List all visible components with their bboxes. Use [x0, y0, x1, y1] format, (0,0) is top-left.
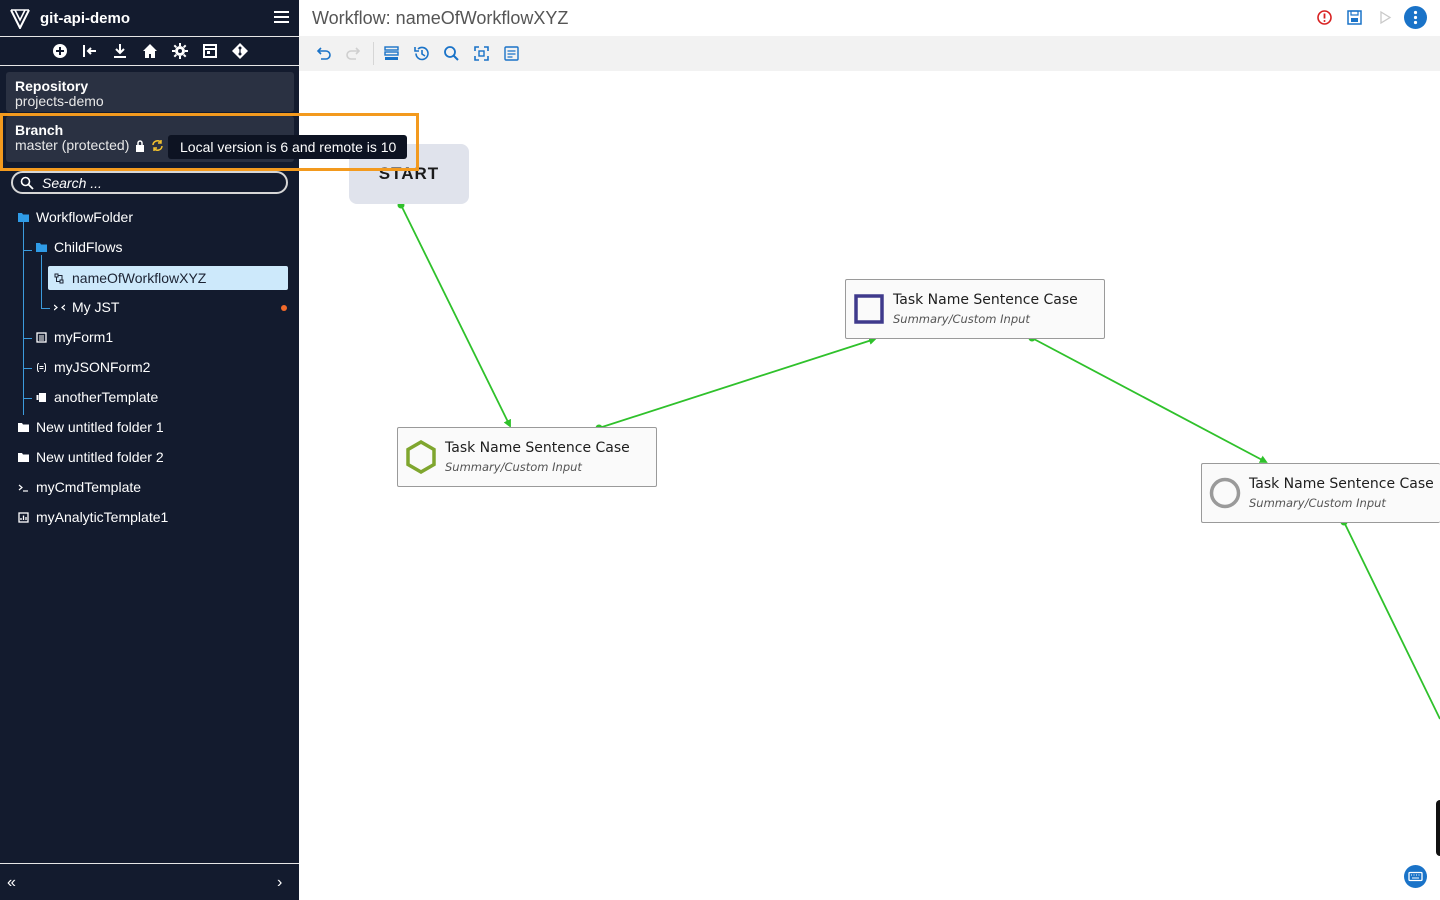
zoom-search-icon[interactable]	[443, 45, 460, 62]
sidebar-header: git-api-demo	[0, 0, 299, 36]
add-icon[interactable]	[52, 43, 68, 59]
redo-icon[interactable]	[345, 45, 362, 62]
sidebar-footer: « ›	[0, 863, 299, 900]
version-tooltip: Local version is 6 and remote is 10	[168, 135, 407, 159]
calendar-icon[interactable]	[202, 43, 218, 59]
home-icon[interactable]	[142, 43, 158, 59]
error-icon[interactable]	[1316, 9, 1333, 26]
tree-item-myform1[interactable]: myForm1	[36, 322, 113, 352]
list-icon[interactable]	[383, 45, 400, 62]
tree-item-workflowfolder[interactable]: WorkflowFolder	[18, 202, 133, 232]
tree-item-myjsonform2[interactable]: myJSONForm2	[36, 352, 150, 382]
keyboard-shortcuts-button[interactable]	[1404, 865, 1427, 888]
tree-item-label: anotherTemplate	[54, 389, 159, 405]
logout-icon[interactable]	[82, 43, 98, 59]
branch-value-row: master (protected)	[15, 138, 285, 153]
collapse-sidebar-button[interactable]: «	[7, 874, 16, 891]
main-header: Workflow: nameOfWorkflowXYZ	[299, 0, 1440, 36]
unsaved-indicator	[281, 305, 287, 311]
tree-item-label: myCmdTemplate	[36, 479, 142, 495]
app-logo-icon	[10, 9, 30, 29]
tree-item-new-untitled-folder-2[interactable]: New untitled folder 2	[18, 442, 164, 472]
repository-label: Repository	[15, 78, 89, 94]
circle-task-icon	[1209, 477, 1241, 509]
repository-card: Repository projects-demo	[6, 72, 294, 112]
search-input[interactable]	[42, 174, 272, 191]
tree-item-new-untitled-folder-1[interactable]: New untitled folder 1	[18, 412, 164, 442]
app-title: git-api-demo	[40, 10, 130, 27]
task-title: Task Name Sentence Case	[893, 292, 1078, 308]
tree-item-label: nameOfWorkflowXYZ	[72, 270, 207, 286]
folder-icon	[18, 212, 29, 222]
task-node-3[interactable]: Task Name Sentence Case Summary/Custom I…	[1201, 463, 1440, 523]
menu-icon[interactable]	[274, 11, 289, 24]
edge-task2-to-task3[interactable]	[1028, 334, 1268, 463]
tree-item-label: myJSONForm2	[54, 359, 151, 375]
tree-item-label: WorkflowFolder	[36, 209, 133, 225]
form-icon	[36, 331, 47, 343]
undo-icon[interactable]	[315, 45, 332, 62]
task-subtitle: Summary/Custom Input	[893, 312, 1030, 326]
repository-value: projects-demo	[15, 93, 104, 109]
folder-icon	[18, 452, 29, 462]
edge-task1-to-task2[interactable]	[595, 337, 877, 432]
task-subtitle: Summary/Custom Input	[1249, 496, 1386, 510]
task-title: Task Name Sentence Case	[445, 440, 630, 456]
hexagon-task-icon	[406, 440, 436, 474]
template-icon	[36, 392, 46, 402]
workflow-canvas[interactable]: START Task Name Sentence Case Summary/Cu…	[299, 71, 1440, 900]
tree-item-myanalytictemplate1[interactable]: myAnalyticTemplate1	[18, 502, 168, 532]
sync-warning-icon[interactable]	[151, 139, 164, 152]
task-title: Task Name Sentence Case	[1249, 476, 1434, 492]
page-title: Workflow: nameOfWorkflowXYZ	[312, 8, 569, 28]
fit-to-screen-icon[interactable]	[473, 45, 490, 62]
save-icon[interactable]	[1346, 9, 1363, 26]
notes-icon[interactable]	[503, 45, 520, 62]
folder-icon	[36, 242, 47, 252]
tree-item-mycmdtemplate[interactable]: myCmdTemplate	[18, 472, 141, 502]
tree-item-label: New untitled folder 2	[36, 449, 164, 465]
canvas-toolbar	[299, 36, 1440, 71]
edge-start-to-task1[interactable]	[397, 201, 511, 428]
tree-item-label: New untitled folder 1	[36, 419, 164, 435]
git-icon[interactable]	[232, 43, 248, 59]
settings-icon[interactable]	[172, 43, 188, 59]
side-panel-handle[interactable]	[1436, 800, 1440, 856]
branch-label: Branch	[15, 122, 64, 138]
lock-icon	[136, 139, 145, 152]
expand-panel-button[interactable]: ›	[277, 874, 283, 891]
tree-item-label: My JST	[72, 299, 120, 315]
tree-item-my-jst[interactable]: My JST	[54, 292, 119, 322]
task-node-2[interactable]: Task Name Sentence Case Summary/Custom I…	[845, 279, 1105, 339]
keyboard-icon	[1408, 871, 1423, 882]
toolbar-divider	[373, 42, 374, 65]
transform-icon	[54, 304, 65, 310]
history-icon[interactable]	[413, 45, 430, 62]
analytic-icon	[18, 511, 29, 523]
tree-item-anothertemplate[interactable]: anotherTemplate	[36, 382, 158, 412]
search-icon	[20, 176, 34, 190]
more-icon	[1413, 10, 1418, 25]
json-form-icon	[36, 362, 47, 372]
download-icon[interactable]	[112, 43, 128, 59]
folder-icon	[18, 422, 29, 432]
tree-item-label: myAnalyticTemplate1	[36, 509, 169, 525]
workflow-icon	[54, 273, 64, 283]
tree-item-label: ChildFlows	[54, 239, 123, 255]
tree-item-label: myForm1	[54, 329, 114, 345]
search-box[interactable]	[11, 171, 288, 194]
sidebar-toolbar	[0, 36, 299, 66]
tree-item-nameofworkflowxyz[interactable]: nameOfWorkflowXYZ	[48, 266, 288, 290]
tree-item-childflows[interactable]: ChildFlows	[36, 232, 122, 262]
command-icon	[18, 484, 28, 492]
play-icon[interactable]	[1376, 9, 1393, 26]
more-options-button[interactable]	[1404, 6, 1427, 29]
task-node-1[interactable]: Task Name Sentence Case Summary/Custom I…	[397, 427, 657, 487]
task-subtitle: Summary/Custom Input	[445, 460, 582, 474]
square-task-icon	[854, 294, 884, 324]
edge-task3-out[interactable]	[1340, 518, 1440, 720]
branch-value: master (protected)	[15, 137, 130, 153]
